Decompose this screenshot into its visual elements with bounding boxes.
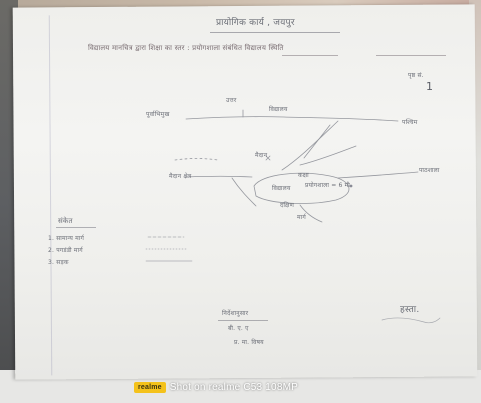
centre-mark	[265, 155, 271, 161]
page-number: 1	[426, 80, 434, 93]
footer-title: निर्देशानुसार	[222, 310, 249, 317]
road-north-line	[185, 116, 399, 122]
map-label-south-road: मार्ग	[297, 214, 306, 221]
road-diagonal-right	[281, 120, 339, 171]
station-dot	[349, 184, 353, 188]
map-label-north-direction: उत्तर	[226, 97, 237, 104]
legend-underline	[56, 227, 96, 228]
map-label-inner: कक्षा	[298, 172, 309, 179]
footer-line: बी. ए. ए	[228, 325, 249, 332]
page-label: पृष्ठ सं.	[408, 72, 424, 79]
subtitle-underline	[282, 55, 338, 56]
legend-title: संकेत	[58, 217, 73, 225]
map-label-station-value: प्रयोगशाला = 6 मी	[305, 182, 350, 189]
road-diagonal-branch	[303, 124, 331, 159]
footer-line: प्र. मा. विषय	[234, 339, 264, 346]
map-label-center-top: मैदान	[255, 152, 268, 159]
document-title: प्रायोगिक कार्य , जयपुर	[216, 18, 295, 28]
map-label-right-middle: पाठशाला	[419, 167, 440, 174]
road-lower-left	[231, 177, 257, 207]
watermark-brand-badge: realme	[134, 381, 166, 393]
legend-row: 2. पगडंडी मार्ग	[48, 247, 83, 254]
map-label-west: पूर्वाभिमुख	[146, 111, 170, 118]
map-label-left-middle: मैदान क्षेत्र	[169, 173, 192, 180]
map-label-north: विद्यालय	[269, 106, 288, 113]
signature-stroke	[381, 317, 441, 324]
footer-underline	[218, 320, 268, 321]
legend-row: 3. सड़क	[48, 259, 69, 266]
road-right-middle	[337, 171, 419, 179]
camera-watermark: realme Shot on realme C53 108MP	[134, 380, 298, 394]
station-oval	[253, 172, 350, 204]
signature: हस्ता.	[400, 305, 420, 315]
title-underline	[210, 32, 340, 33]
road-lower-curve	[299, 204, 323, 223]
road-left-dotted	[174, 158, 219, 161]
map-label-east: पश्चिम	[402, 119, 418, 126]
road-right-arrow	[299, 145, 357, 166]
road-left-middle	[185, 175, 253, 178]
document-subtitle: विद्यालय मानचित्र द्वारा शिक्षा का स्तर …	[88, 44, 284, 52]
legend-row: 1. सामान्य मार्ग	[48, 235, 85, 242]
watermark-text: Shot on realme C53 108MP	[169, 381, 298, 393]
map-label-station: विद्यालय	[272, 185, 291, 192]
map-label-south: दक्षिण	[280, 202, 294, 209]
subtitle-underline	[376, 55, 446, 56]
